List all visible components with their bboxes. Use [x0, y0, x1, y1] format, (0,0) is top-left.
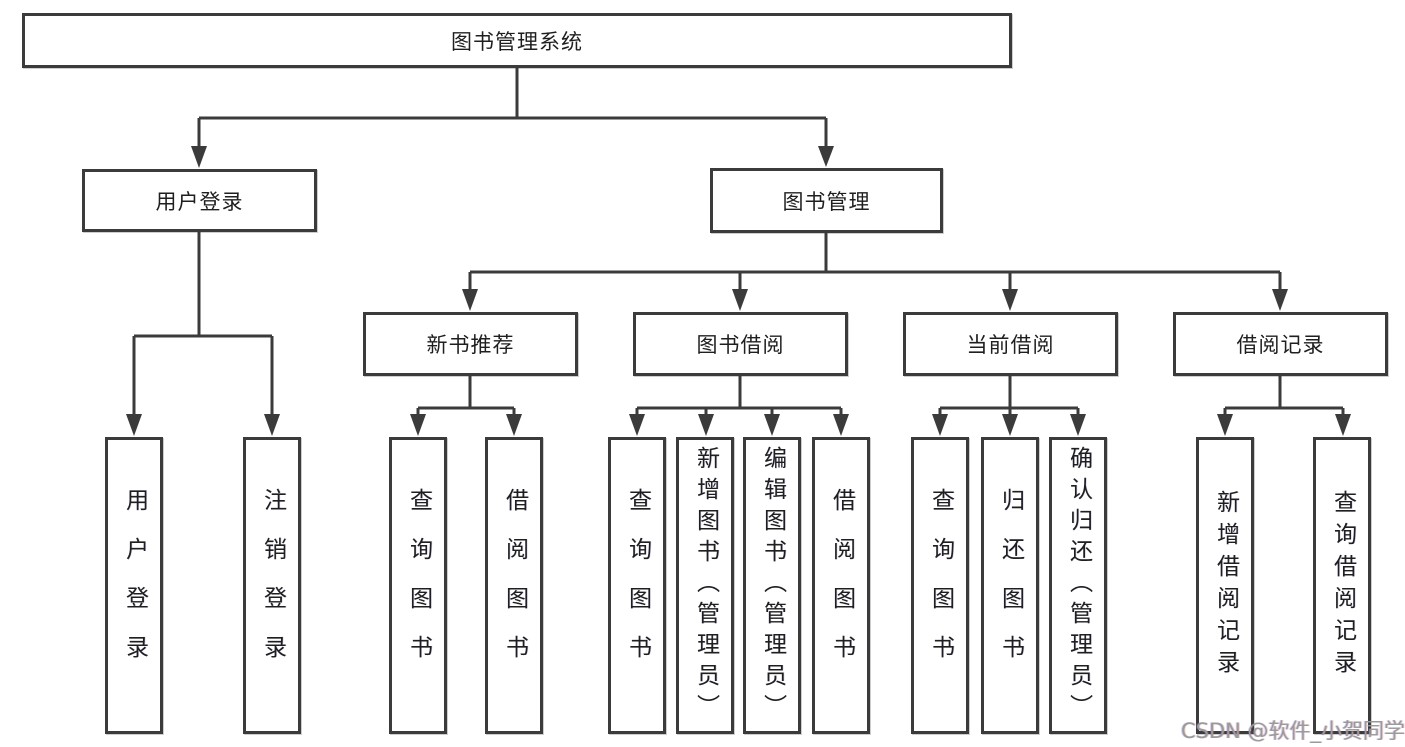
node-leaf-search-books-current: 查询图书 [911, 437, 969, 734]
node-new-book-recommend: 新书推荐 [363, 312, 578, 376]
node-book-borrowing-label: 图书借阅 [696, 333, 785, 357]
node-leaf-confirm-return-admin: 确认归还（管理员） [1049, 437, 1107, 734]
node-leaf-add-borrow-record: 新增借阅记录 [1196, 437, 1254, 734]
node-leaf-borrow-book-label: 借阅图书 [828, 487, 855, 684]
node-book-borrowing: 图书借阅 [633, 312, 848, 376]
node-root: 图书管理系统 [22, 13, 1012, 68]
node-leaf-search-books-recommend: 查询图书 [389, 437, 447, 734]
node-leaf-logout: 注销登录 [243, 437, 301, 734]
node-leaf-search-borrow-record: 查询借阅记录 [1313, 437, 1371, 734]
node-new-book-recommend-label: 新书推荐 [426, 333, 515, 357]
node-leaf-add-book-admin: 新增图书（管理员） [676, 437, 734, 734]
node-book-management-label: 图书管理 [782, 189, 871, 214]
node-leaf-confirm-return-admin-label: 确认归还（管理员） [1065, 446, 1092, 725]
node-leaf-search-books-borrowing: 查询图书 [608, 437, 666, 734]
node-leaf-user-login: 用户登录 [105, 437, 163, 734]
node-borrowing-records: 借阅记录 [1173, 312, 1388, 376]
node-leaf-logout-label: 注销登录 [259, 487, 286, 684]
watermark: CSDN @软件_小贺同学 [1181, 719, 1405, 743]
node-leaf-borrow-books-recommend-label: 借阅图书 [501, 487, 528, 684]
node-leaf-return-book: 归还图书 [981, 437, 1039, 734]
node-user-login-label: 用户登录 [155, 189, 244, 214]
node-leaf-add-borrow-record-label: 新增借阅记录 [1212, 489, 1239, 682]
node-leaf-search-books-recommend-label: 查询图书 [405, 487, 432, 684]
node-current-borrowing-label: 当前借阅 [966, 333, 1055, 357]
node-leaf-search-books-borrowing-label: 查询图书 [624, 487, 651, 684]
node-leaf-edit-book-admin-label: 编辑图书（管理员） [759, 446, 786, 725]
node-current-borrowing: 当前借阅 [903, 312, 1118, 376]
node-leaf-search-borrow-record-label: 查询借阅记录 [1329, 489, 1356, 682]
node-leaf-borrow-book: 借阅图书 [812, 437, 870, 734]
node-leaf-edit-book-admin: 编辑图书（管理员） [743, 437, 801, 734]
node-borrowing-records-label: 借阅记录 [1236, 333, 1325, 357]
node-leaf-borrow-books-recommend: 借阅图书 [485, 437, 543, 734]
node-root-label: 图书管理系统 [451, 29, 583, 54]
node-leaf-add-book-admin-label: 新增图书（管理员） [692, 446, 719, 725]
node-leaf-search-books-current-label: 查询图书 [927, 487, 954, 684]
node-leaf-user-login-label: 用户登录 [121, 487, 148, 684]
node-user-login: 用户登录 [82, 169, 317, 232]
node-book-management: 图书管理 [710, 168, 943, 233]
node-leaf-return-book-label: 归还图书 [997, 487, 1024, 684]
